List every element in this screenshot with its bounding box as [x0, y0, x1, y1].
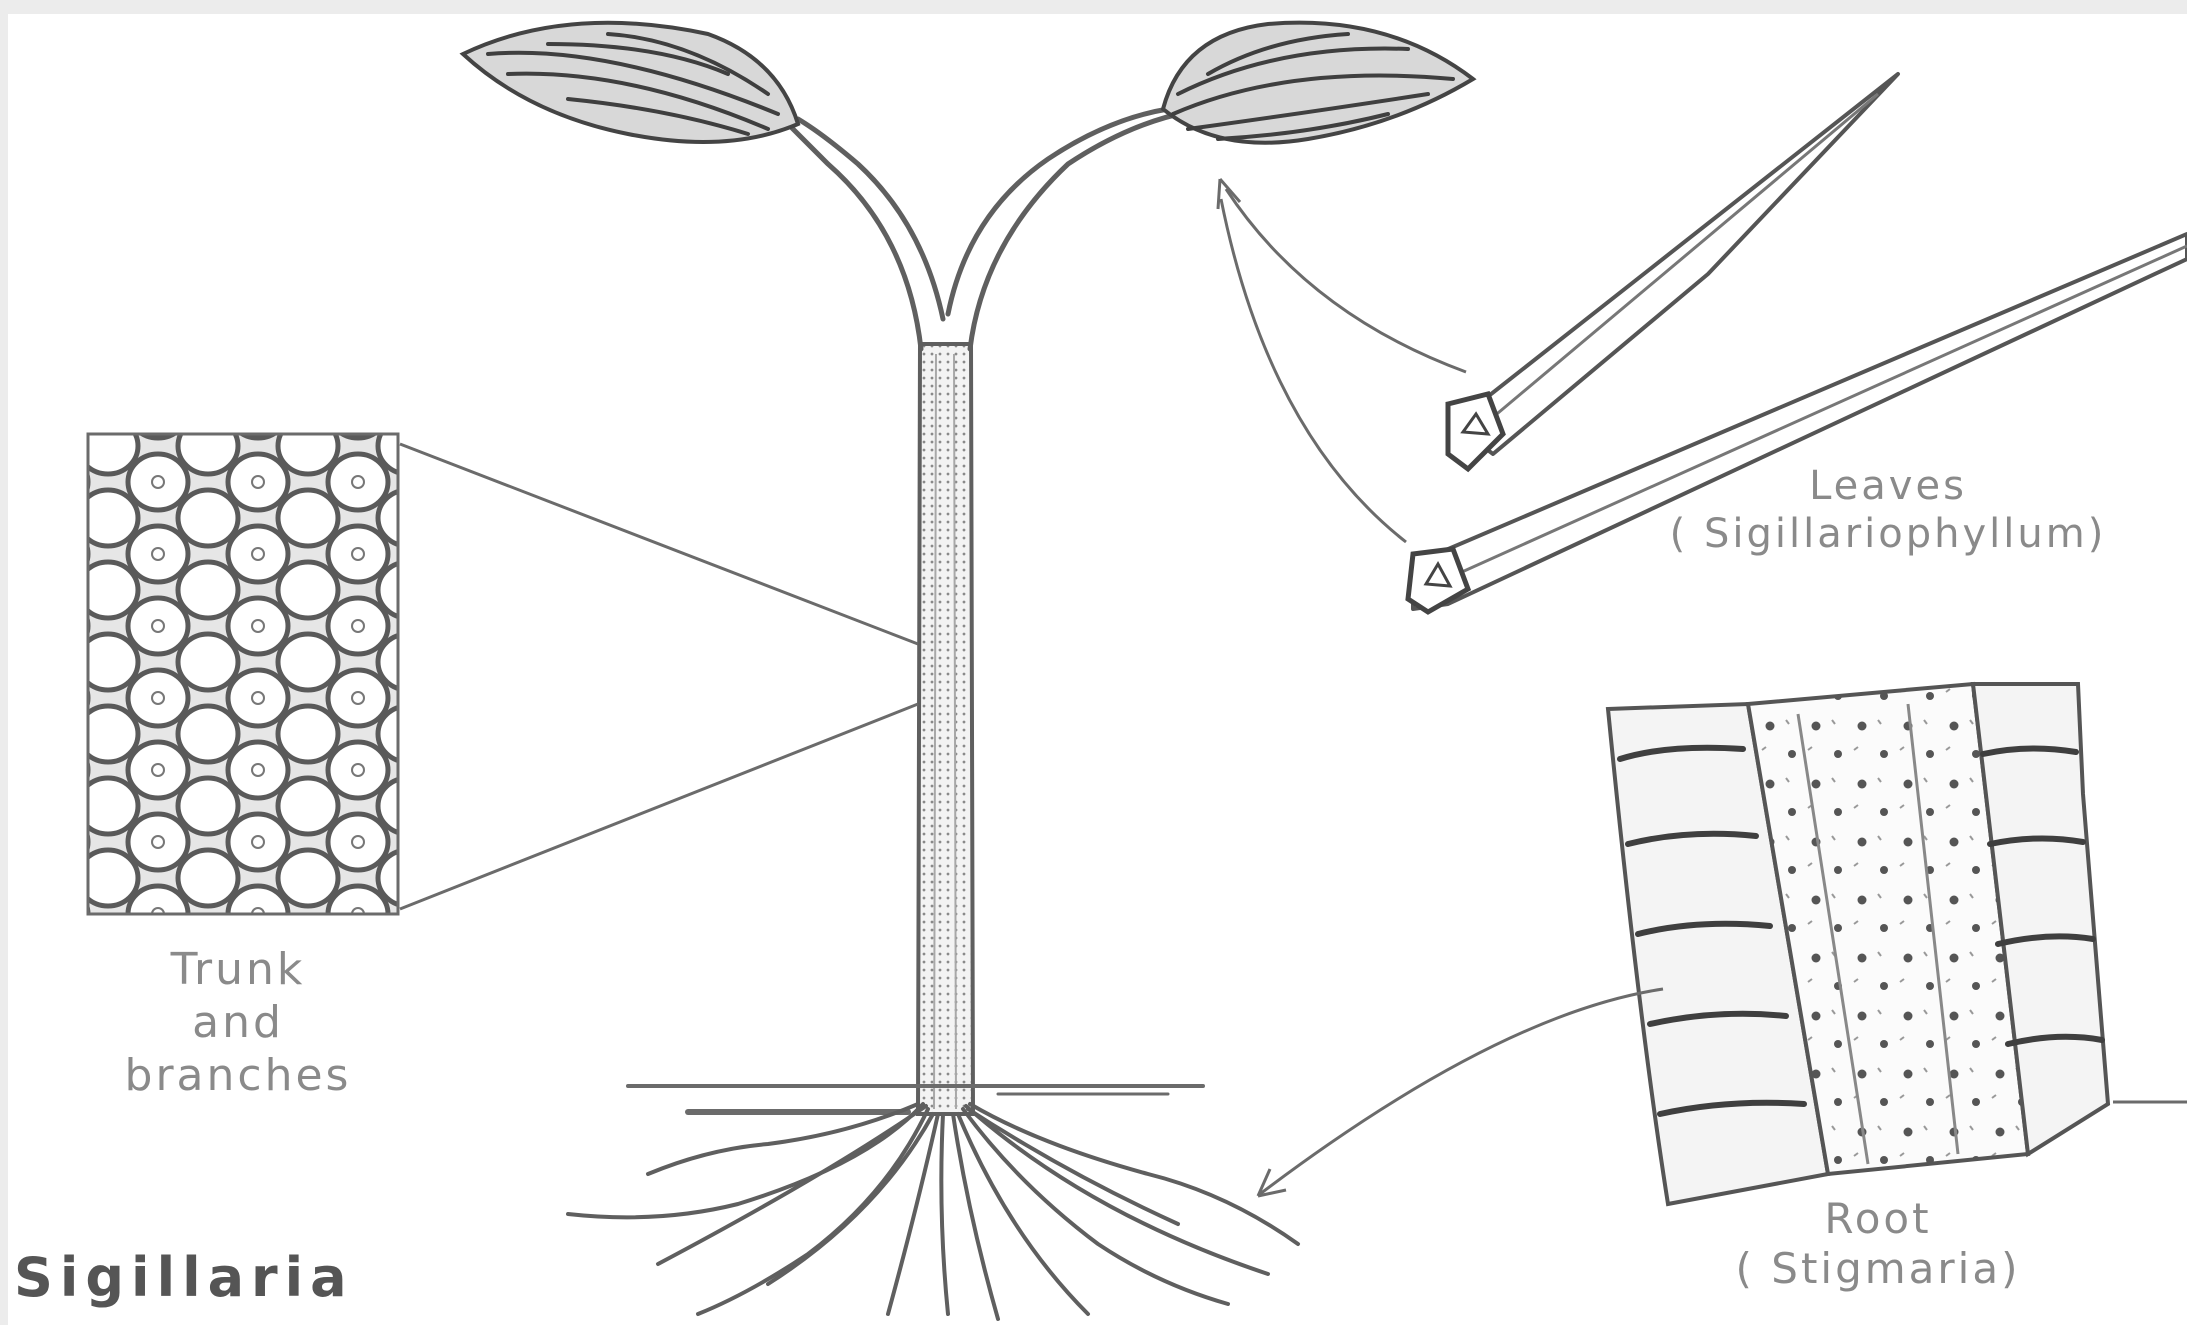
- leaf-tuft-left: [463, 23, 798, 142]
- root-label-line-1: Root: [1668, 1194, 2088, 1244]
- leaf-callout-arrows: [1218, 179, 1466, 542]
- roots: [568, 1104, 1298, 1319]
- branches: [778, 109, 1188, 349]
- root-detail: [1608, 684, 2108, 1204]
- trunk-label-line-1: Trunk: [88, 944, 388, 997]
- trunk-callout-lines: [400, 444, 918, 909]
- trunk-label-line-3: branches: [88, 1050, 388, 1103]
- ground-line: [628, 1086, 1203, 1112]
- trunk: [918, 344, 973, 1114]
- trunk-and-branches-label: Trunk and branches: [88, 944, 388, 1102]
- trunk-label-line-2: and: [88, 997, 388, 1050]
- leaves-label-line-2: ( Sigillariophyllum): [1608, 510, 2168, 558]
- root-label: Root ( Stigmaria): [1668, 1194, 2088, 1295]
- sigillaria-illustration: [8, 14, 2187, 1325]
- leaves-label-line-1: Leaves: [1608, 462, 2168, 510]
- leaf-tuft-right: [1163, 23, 1473, 143]
- root-label-line-2: ( Stigmaria): [1668, 1244, 2088, 1294]
- diagram-title: Sigillaria: [14, 1246, 354, 1309]
- leaves-label: Leaves ( Sigillariophyllum): [1608, 462, 2168, 558]
- trunk-bark-detail: [88, 434, 398, 914]
- diagram-canvas: Trunk and branches Leaves ( Sigillarioph…: [8, 14, 2187, 1325]
